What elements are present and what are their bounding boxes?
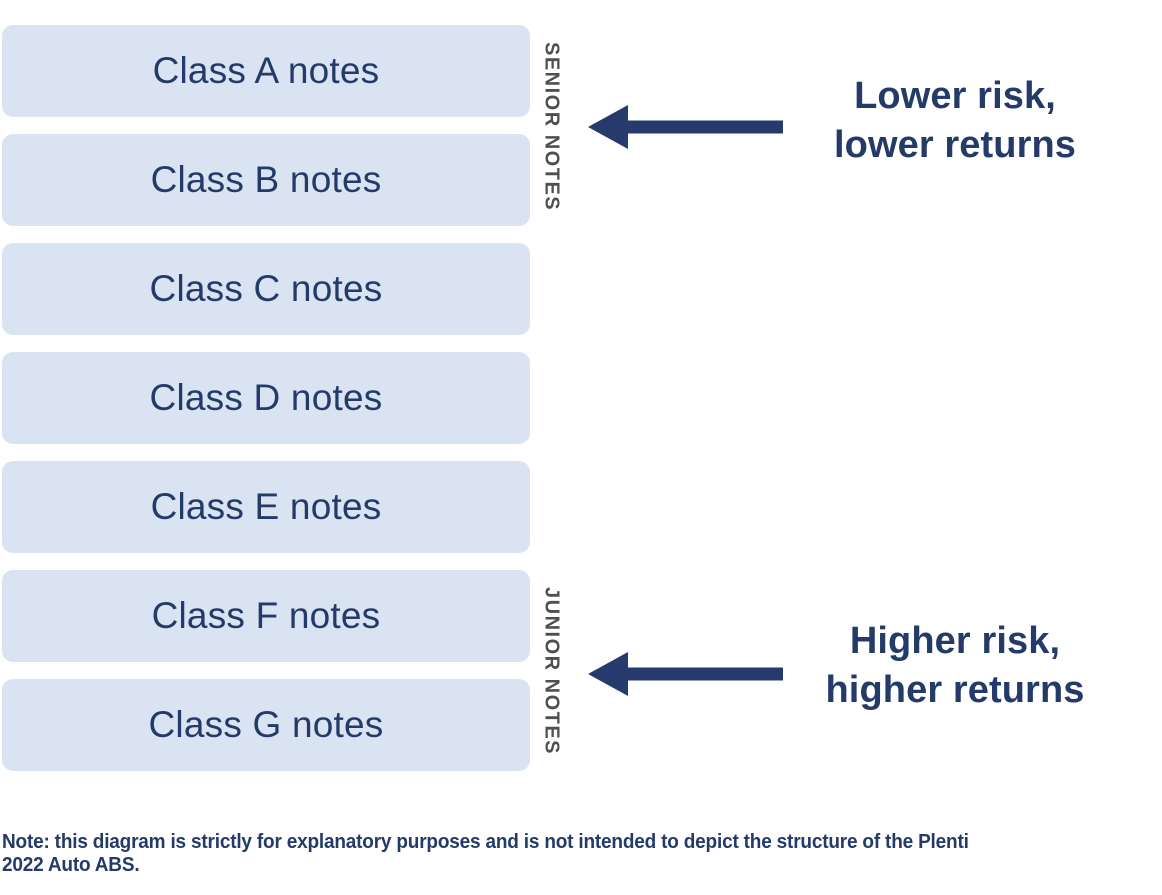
note-box-label: Class F notes bbox=[151, 595, 381, 636]
senior-risk-line2: lower returns bbox=[833, 124, 1077, 166]
junior-risk-line2: higher returns bbox=[825, 669, 1085, 711]
senior-notes-label-text: SENIOR NOTES bbox=[540, 41, 563, 212]
junior-risk-line1: Higher risk, bbox=[849, 620, 1061, 662]
footnote-line1: Note: this diagram is strictly for expla… bbox=[2, 831, 969, 853]
senior-notes-label: SENIOR NOTES bbox=[536, 25, 566, 228]
senior-risk-line1: Lower risk, bbox=[854, 75, 1056, 117]
note-box-class-a: Class A notes bbox=[2, 25, 530, 117]
notes-stack: Class A notes Class B notes Class C note… bbox=[2, 25, 530, 771]
note-box-class-c: Class C notes bbox=[2, 243, 530, 335]
note-box-label: Class A notes bbox=[152, 50, 380, 91]
note-box-label: Class G notes bbox=[148, 704, 384, 745]
note-box-class-g: Class G notes bbox=[2, 679, 530, 771]
note-box-class-f: Class F notes bbox=[2, 570, 530, 662]
note-box-class-e: Class E notes bbox=[2, 461, 530, 553]
senior-risk-annotation: Lower risk, lower returns bbox=[770, 72, 1140, 170]
junior-notes-label: JUNIOR NOTES bbox=[536, 571, 566, 772]
junior-risk-annotation: Higher risk, higher returns bbox=[770, 617, 1140, 715]
junior-notes-label-text: JUNIOR NOTES bbox=[540, 587, 563, 756]
note-box-label: Class B notes bbox=[150, 159, 382, 200]
junior-left-arrow-icon bbox=[588, 652, 783, 696]
note-box-label: Class C notes bbox=[149, 268, 383, 309]
note-box-label: Class E notes bbox=[150, 486, 382, 527]
senior-left-arrow-icon bbox=[588, 105, 783, 149]
note-box-label: Class D notes bbox=[149, 377, 383, 418]
footnote-line2: 2022 Auto ABS. bbox=[2, 854, 140, 876]
footnote: Note: this diagram is strictly for expla… bbox=[2, 831, 969, 877]
note-box-class-b: Class B notes bbox=[2, 134, 530, 226]
note-box-class-d: Class D notes bbox=[2, 352, 530, 444]
